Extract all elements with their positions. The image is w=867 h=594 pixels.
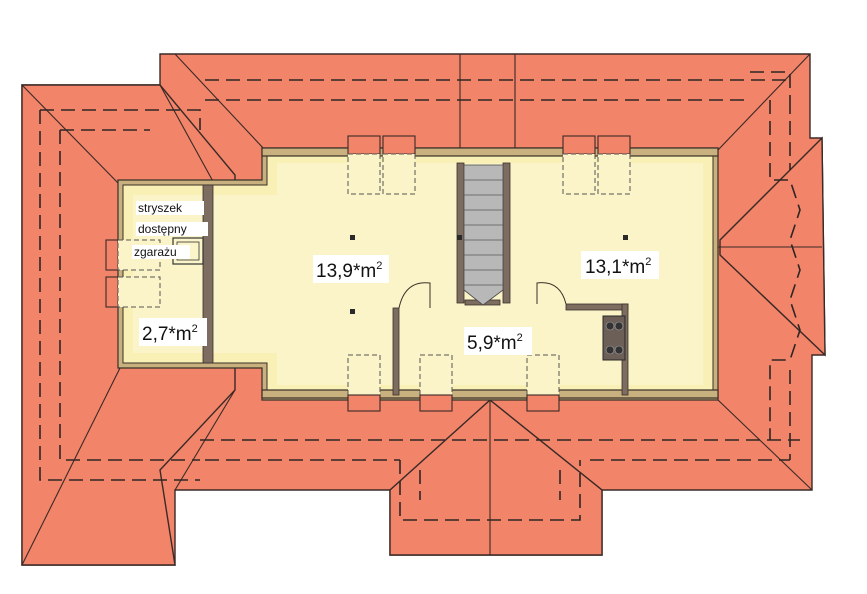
hall-wall-left (392, 307, 400, 396)
roof-dashed-lines (39, 71, 801, 521)
attic-partition (202, 184, 214, 364)
room-label-right: 13,1*m2 (581, 251, 659, 279)
stair-wall-left (456, 162, 465, 304)
attic-note: stryszek dostępny zgarażu (132, 201, 208, 259)
staircase (463, 164, 504, 306)
ceiling-markers (350, 235, 628, 314)
cooktop (602, 315, 626, 361)
dormers-bottom (347, 354, 560, 412)
svg-text:13,9*m2: 13,9*m2 (316, 260, 382, 282)
floor-area (133, 163, 703, 385)
svg-text:13,1*m2: 13,1*m2 (585, 256, 651, 278)
dormers-top (347, 135, 631, 195)
attic-note-line1: stryszek (138, 201, 183, 215)
door-swings (398, 282, 567, 309)
svg-text:5,9*m2: 5,9*m2 (467, 332, 523, 354)
stair-wall-right (502, 162, 511, 304)
attic-note-line3: zgarażu (134, 245, 177, 259)
attic-note-line2: dostępny (138, 222, 187, 236)
room-label-left: 13,9*m2 (313, 255, 389, 283)
room-label-hall: 5,9*m2 (464, 327, 532, 355)
kitchen-wall-top (565, 303, 629, 311)
svg-text:2,7*m2: 2,7*m2 (142, 323, 198, 345)
knee-walls (261, 147, 719, 399)
room-label-attic: 2,7*m2 (139, 318, 207, 346)
